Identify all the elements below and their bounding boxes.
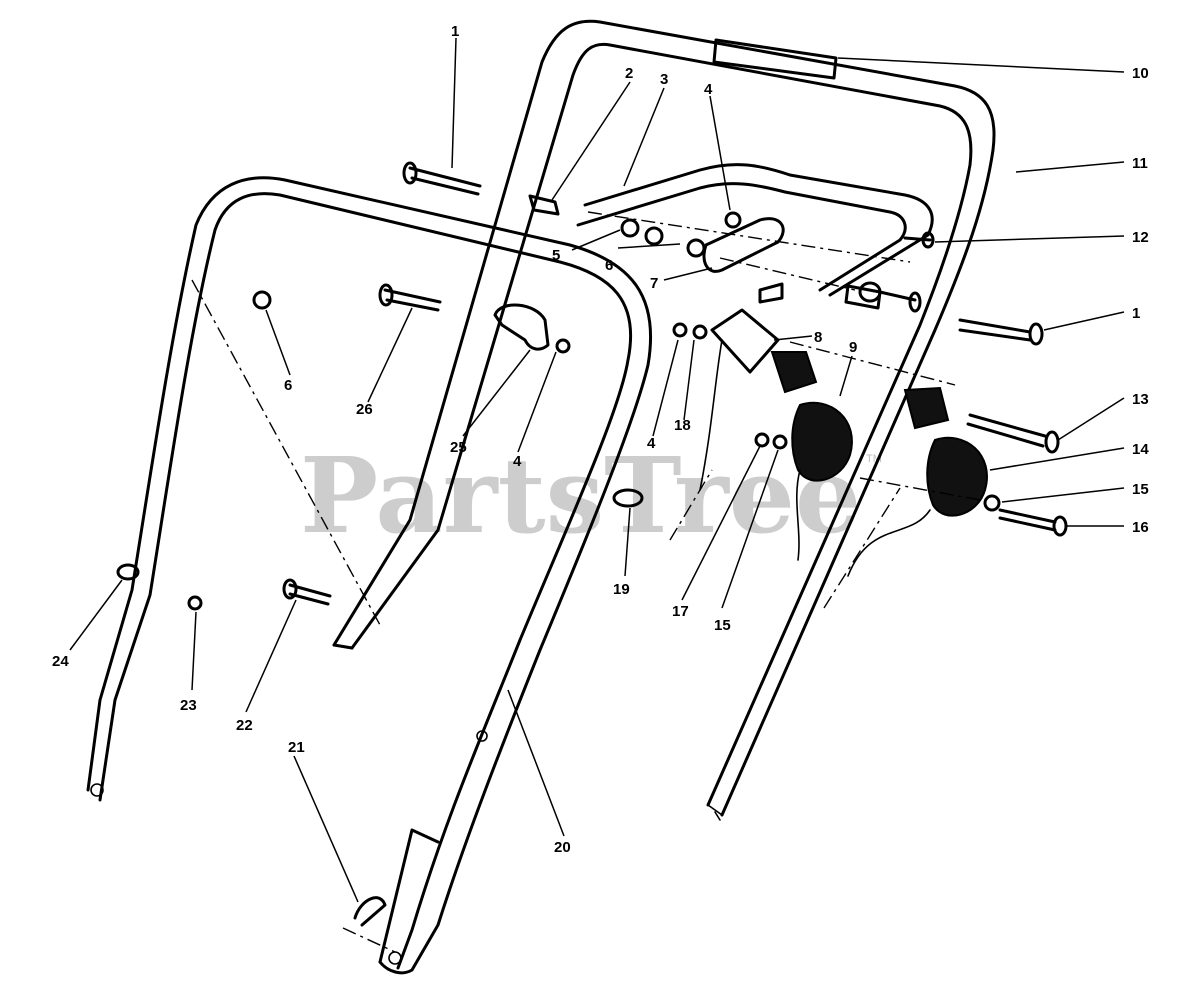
callout-8: 8 <box>814 329 822 346</box>
callout-5: 5 <box>552 247 560 264</box>
callout-1-right: 1 <box>1132 305 1140 322</box>
callout-15-right: 15 <box>1132 481 1149 498</box>
callout-12: 12 <box>1132 229 1149 246</box>
callout-4-top: 4 <box>704 81 713 98</box>
controls <box>116 282 988 927</box>
callout-1-top: 1 <box>451 23 459 40</box>
callout-25: 25 <box>450 439 467 456</box>
callout-10: 10 <box>1132 65 1149 82</box>
callout-22: 22 <box>236 717 253 734</box>
fasteners <box>187 161 1068 611</box>
callout-13: 13 <box>1132 391 1149 408</box>
upper-handle-rear <box>332 19 996 821</box>
callout-19: 19 <box>613 581 630 598</box>
callout-24: 24 <box>52 653 69 670</box>
callout-16: 16 <box>1132 519 1149 536</box>
leader-lines <box>69 37 1125 903</box>
callout-18: 18 <box>674 417 691 434</box>
callout-11: 11 <box>1132 155 1148 172</box>
callout-15-lower: 15 <box>714 617 731 634</box>
callout-labels: 1 2 3 4 10 11 12 5 6 7 1 8 9 13 6 26 25 … <box>52 23 1149 856</box>
callout-6-left: 6 <box>284 377 292 394</box>
callout-4-mid: 4 <box>513 453 522 470</box>
callout-20: 20 <box>554 839 571 856</box>
assembly-lines <box>191 211 981 953</box>
callout-3: 3 <box>660 71 668 88</box>
callout-9: 9 <box>849 339 857 356</box>
handle-brace <box>576 163 934 310</box>
lower-handle-front <box>86 176 653 975</box>
callout-17: 17 <box>672 603 689 620</box>
callout-21: 21 <box>288 739 305 756</box>
callout-7: 7 <box>650 275 658 292</box>
callout-26: 26 <box>356 401 373 418</box>
callout-14: 14 <box>1132 441 1149 458</box>
callout-6-top: 6 <box>605 257 613 274</box>
callout-2: 2 <box>625 65 633 82</box>
callout-4-lower: 4 <box>647 435 656 452</box>
callout-23: 23 <box>180 697 197 714</box>
